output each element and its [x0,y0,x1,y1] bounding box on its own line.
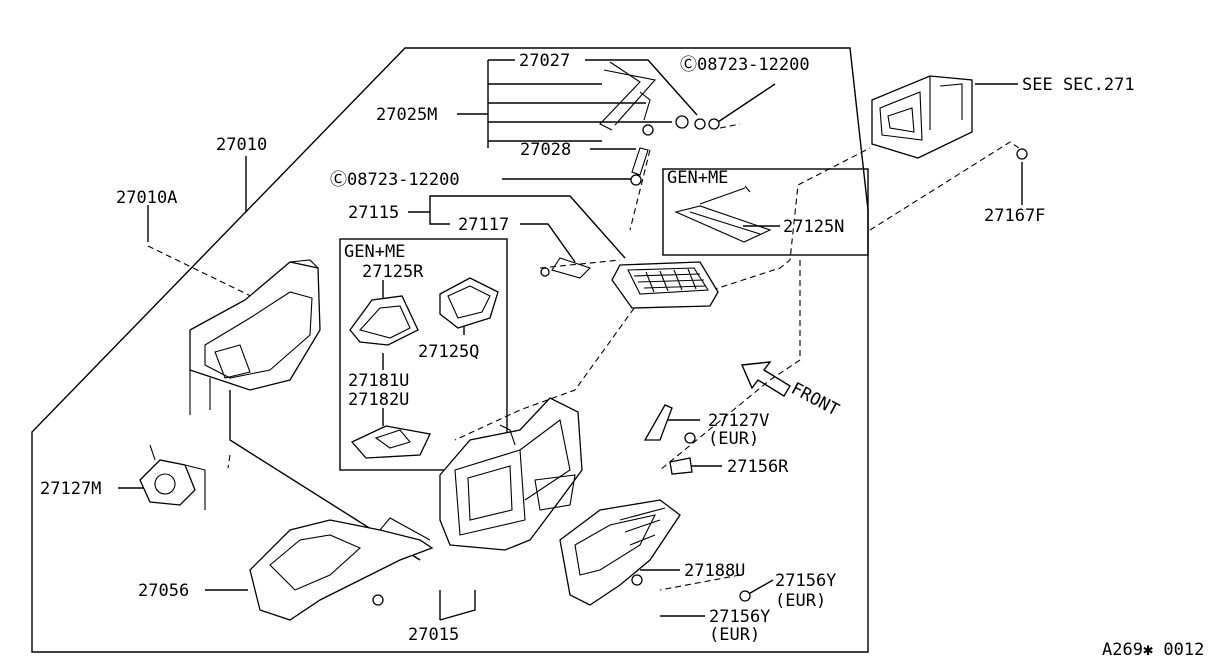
label-27127M: 27127M [40,479,101,499]
actuator-part [139,444,206,510]
label-27181U: 27181U [348,371,409,391]
label-27010: 27010 [216,135,267,155]
label-27156R: 27156R [727,457,789,477]
filter-gen-me-right [674,185,772,243]
label-front: FRONT [788,379,843,421]
label-27056: 27056 [138,581,189,601]
label-27117: 27117 [458,215,509,235]
evaporator-core-part [540,257,719,309]
label-27115: 27115 [348,203,399,223]
blower-housing-part [439,397,583,551]
label-eur-27156Y-b: (EUR) [709,625,760,645]
label-27028: 27028 [520,140,571,160]
hose-part [599,61,720,186]
label-27027: 27027 [519,51,570,71]
main-boundary [31,47,869,653]
vent-duct-part [871,75,1028,160]
label-27156Y-a: 27156Y [775,571,836,591]
label-27167F: 27167F [984,206,1045,226]
label-27125N: 27125N [783,217,844,237]
floor-duct-part [249,517,434,621]
label-see-sec: SEE SEC.271 [1022,75,1135,95]
label-27182U: 27182U [348,390,409,410]
label-gen-me-left: GEN+ME [344,242,405,262]
leader-lines [118,59,1023,621]
label-gen-me-right: GEN+ME [667,168,728,188]
label-08723-12200-top: Ⓒ08723-12200 [680,55,810,75]
inset-box-gen-me-right [662,168,869,256]
label-27125Q: 27125Q [418,342,479,362]
label-27025M: 27025M [376,105,437,125]
label-27188U: 27188U [684,561,745,581]
filter-gen-me-left [349,277,499,459]
part-labels: 27027 Ⓒ08723-12200 27025M 27028 Ⓒ08723-1… [40,51,1204,660]
heater-housing-part [189,259,321,415]
side-duct-part [559,499,751,606]
label-27156Y-b: 27156Y [709,607,770,627]
label-eur-27127V: (EUR) [708,429,759,449]
front-arrow-icon [740,361,791,397]
label-08723-12200-mid: Ⓒ08723-12200 [330,170,460,190]
bracket-part [643,404,696,475]
diagram-id: A269✱ 0012 [1102,640,1204,660]
inset-box-gen-me-left [339,238,508,471]
label-27127V: 27127V [708,411,769,431]
label-27125R: 27125R [362,262,424,282]
label-27015: 27015 [408,625,459,645]
label-27010A: 27010A [116,188,177,208]
label-eur-27156Y-a: (EUR) [775,591,826,611]
